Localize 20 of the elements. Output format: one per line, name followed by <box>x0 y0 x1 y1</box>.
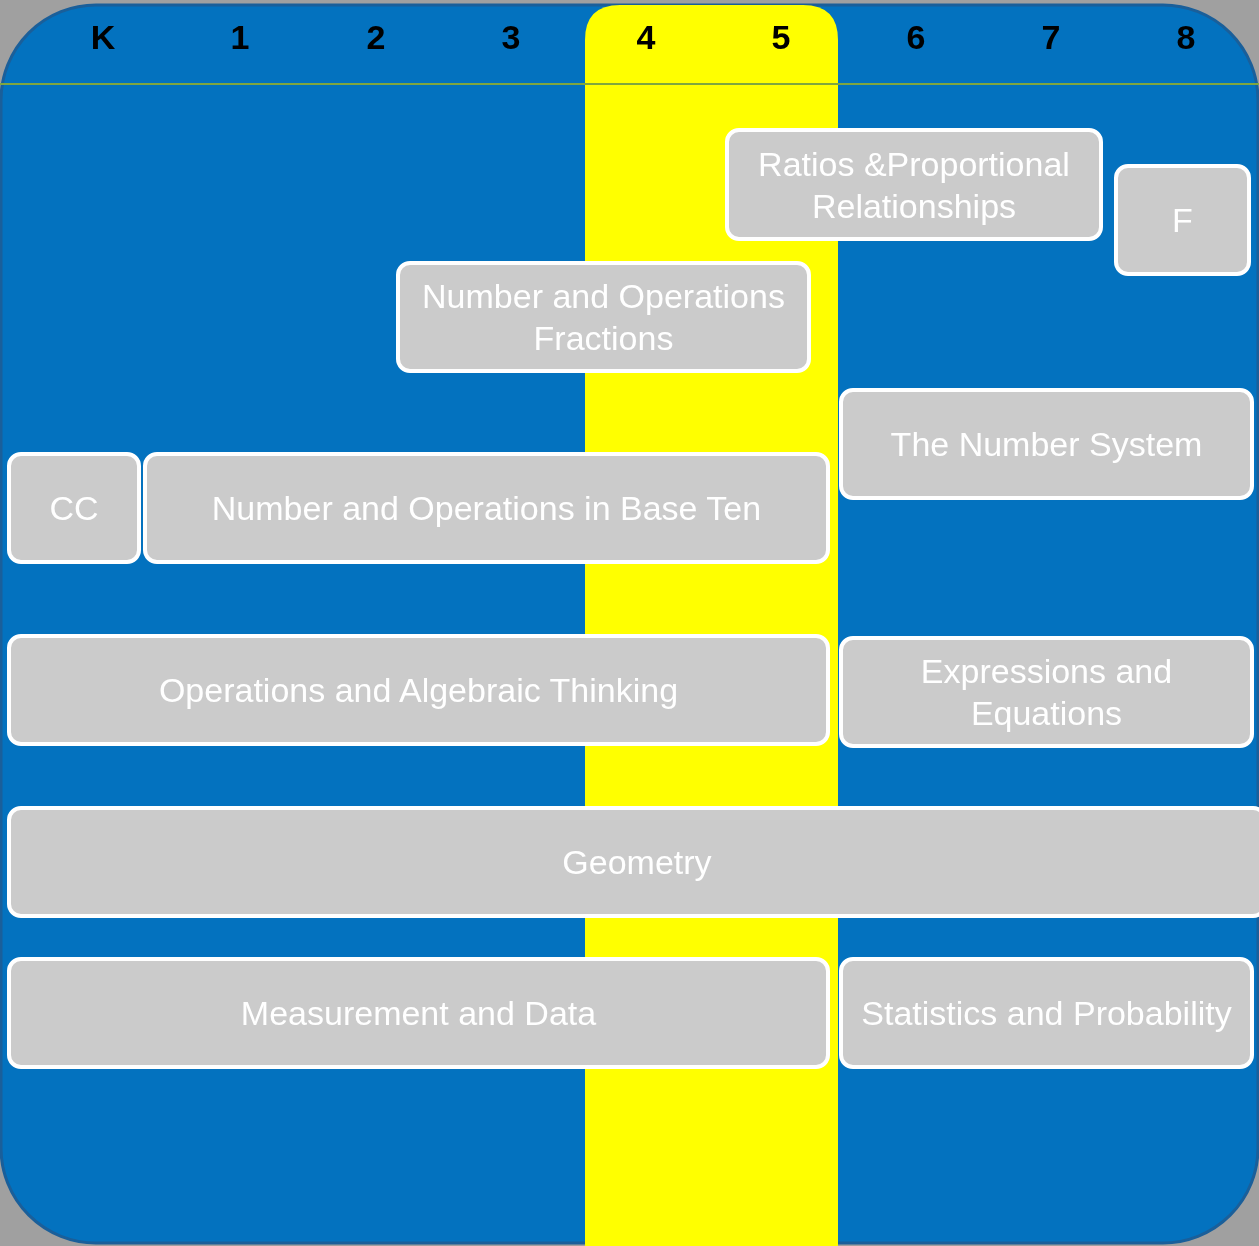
domain-box <box>839 957 1254 1069</box>
domain-box <box>839 388 1254 500</box>
grade-label: 1 <box>229 18 251 57</box>
domain-box <box>7 452 141 564</box>
grade-label: 7 <box>1040 18 1062 57</box>
domain-box <box>7 957 830 1069</box>
domain-box <box>143 452 830 564</box>
grade-label: 2 <box>365 18 387 57</box>
grade-label: 5 <box>770 18 792 57</box>
domain-box <box>1114 164 1251 276</box>
domain-box <box>7 634 830 746</box>
grade-label: K <box>89 18 117 57</box>
domain-box <box>839 636 1254 748</box>
grade-label: 4 <box>635 18 657 57</box>
grade-label: 6 <box>905 18 927 57</box>
grade-label: 8 <box>1175 18 1197 57</box>
domain-box <box>725 128 1103 241</box>
domain-box <box>396 261 811 373</box>
domain-box <box>7 806 1259 918</box>
grade-label: 3 <box>500 18 522 57</box>
